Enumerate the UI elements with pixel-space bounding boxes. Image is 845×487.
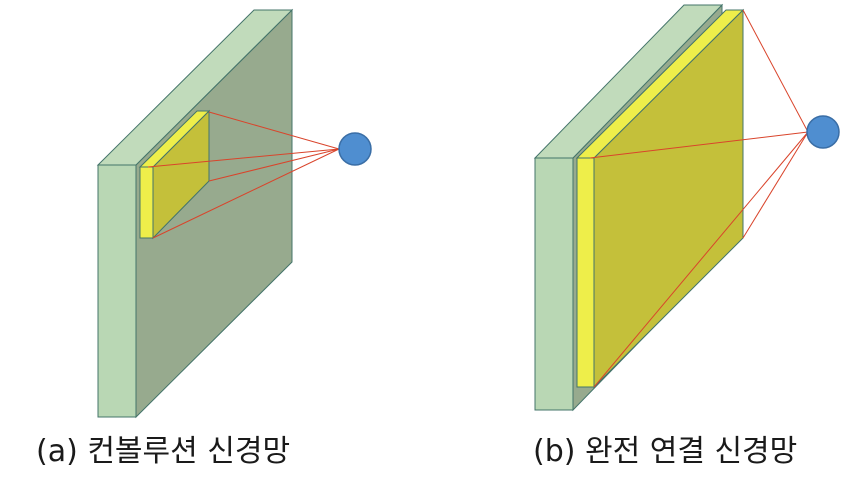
conv-connection-line <box>152 148 340 239</box>
conv-network-diagram <box>96 8 372 419</box>
conv-connection-line <box>208 148 340 182</box>
fc-connection-line <box>742 131 809 239</box>
conv-connection-line <box>208 111 340 150</box>
conv-filter-front <box>139 166 154 239</box>
fc-connection-line <box>593 131 809 388</box>
output-neuron-b <box>806 115 840 149</box>
input-volume-front <box>97 164 137 418</box>
fc-network-diagram <box>533 3 840 412</box>
caption-conv-network: (a) 컨볼루션 신경망 <box>36 434 291 469</box>
input-volume-front <box>534 157 574 411</box>
caption-fc-network: (b) 완전 연결 신경망 <box>533 434 798 469</box>
conv-connection-line <box>147 148 340 168</box>
output-neuron-a <box>338 132 372 166</box>
fc-connection-line <box>589 131 809 159</box>
fc-filter-front <box>576 157 595 388</box>
fc-connection-line <box>742 9 809 133</box>
